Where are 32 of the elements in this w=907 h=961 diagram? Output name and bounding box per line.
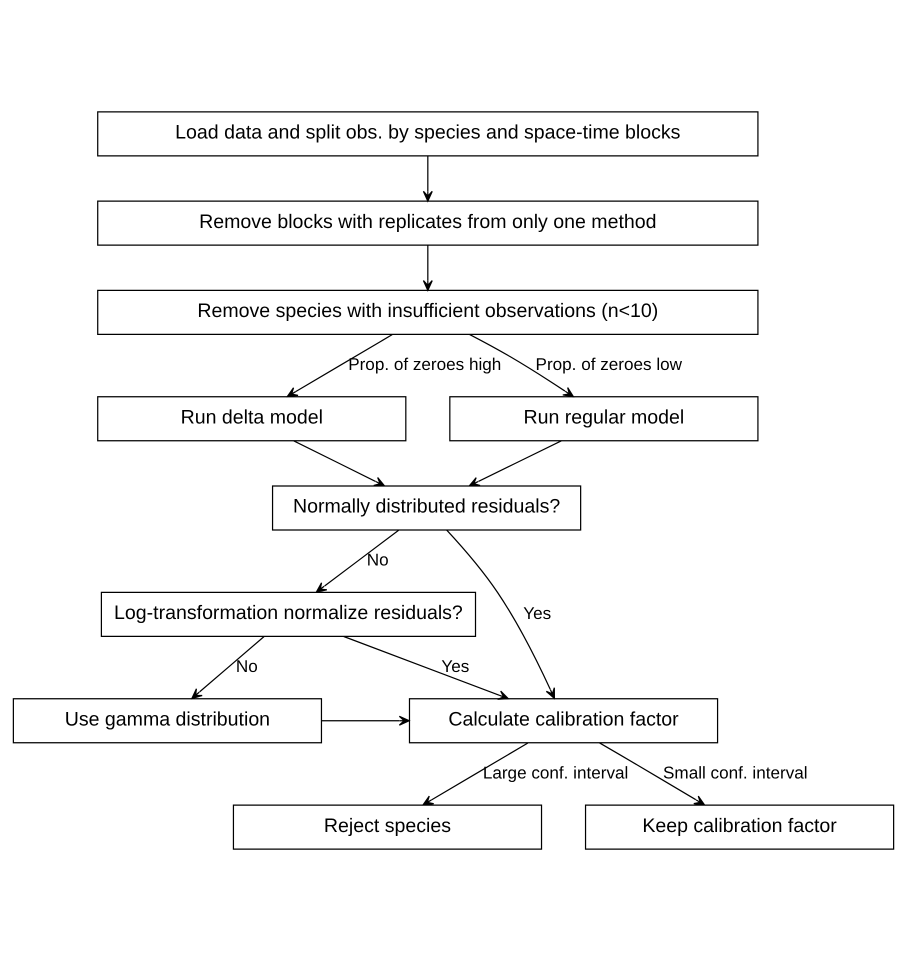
edge-label: No [366,550,389,570]
node-box: Run delta model [97,396,406,442]
node-box: Run regular model [449,396,759,442]
node-box: Remove species with insufficient observations (n<10) [97,290,759,336]
node-box: Log-transformation normalize residuals? [100,592,476,637]
arrow [344,636,509,700]
arrow [468,440,562,486]
node-box: Keep calibration factor [584,804,894,850]
arrow [599,742,706,806]
arrow [191,636,264,700]
edge-label: No [236,657,258,676]
arrow [469,334,574,398]
edge-label: Small conf. interval [663,763,808,782]
arrow [422,245,433,291]
arrow [316,530,400,593]
arrow [422,156,433,202]
node-box: Calculate calibration factor [408,698,718,744]
edge-label: Yes [523,604,552,623]
node-box: Normally distributed residuals? [272,485,582,531]
arrow [293,440,386,486]
arrow [422,742,528,806]
edge-label: Large conf. interval [482,763,628,782]
node-box: Load data and split obs. by species and space-time blocks [97,111,759,157]
arrow [322,716,410,726]
edge-label: Prop. of zeroes low [536,355,682,374]
edge-label: Prop. of zeroes high [348,355,502,374]
node-box: Remove blocks with replicates from only one method [97,200,759,246]
arrow [286,334,393,398]
node-box: Reject species [232,804,542,850]
arrow [446,530,555,700]
edge-label: Yes [441,657,470,676]
node-box: Use gamma distribution [12,698,322,744]
